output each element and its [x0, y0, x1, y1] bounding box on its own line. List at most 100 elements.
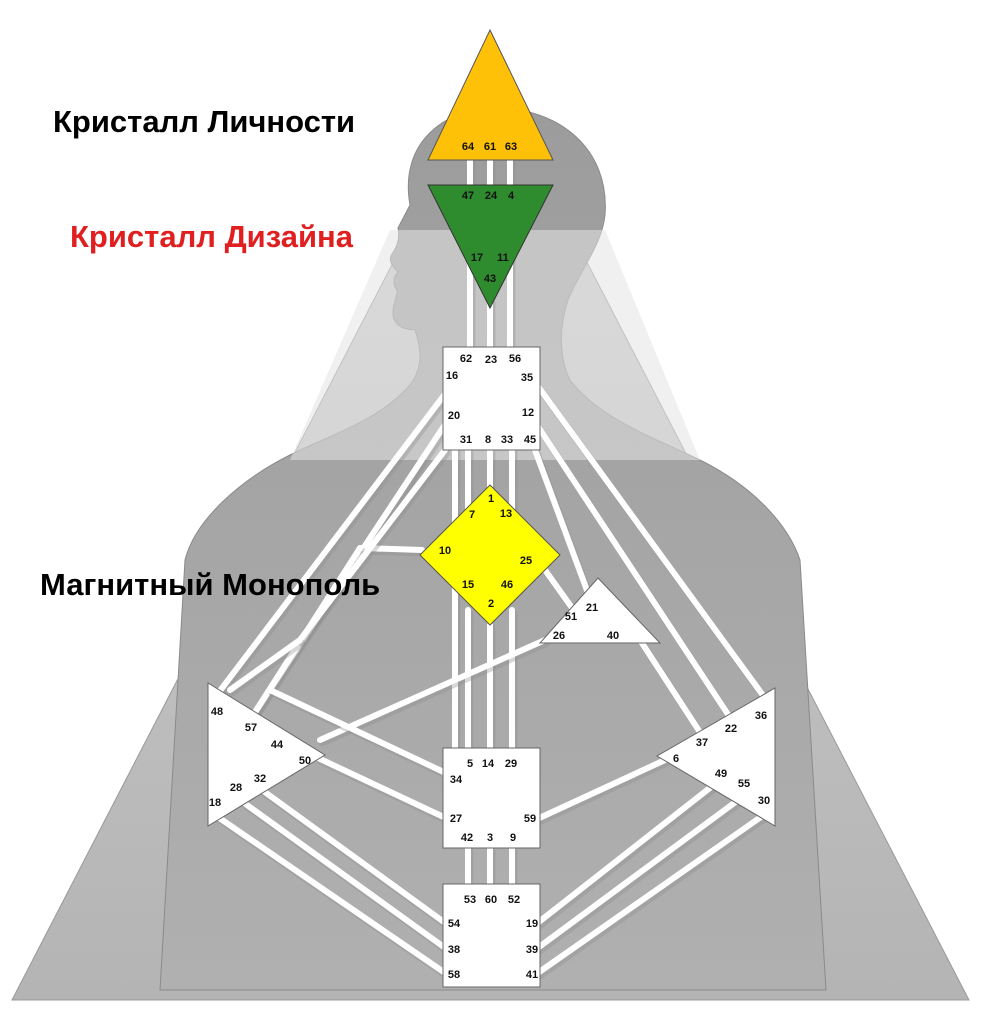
gate-number: 5: [467, 758, 473, 770]
channel-shadow: [533, 794, 751, 957]
gate-number: 14: [482, 758, 495, 770]
channel-line: [315, 755, 453, 823]
channel-shadow: [533, 779, 726, 932]
gate-number: 21: [586, 602, 598, 614]
channel-line: [532, 757, 668, 823]
channel-shadow: [211, 389, 454, 707]
gate-number: 3: [487, 832, 493, 844]
gate-number: 24: [485, 190, 498, 202]
gate-number: 20: [448, 410, 460, 422]
ajna-center: [427, 184, 554, 310]
gate-number: 10: [439, 545, 451, 557]
gate-number: 48: [211, 706, 223, 718]
magnetic-monopole-label: Магнитный Монополь: [40, 567, 381, 602]
gate-number: 38: [448, 944, 460, 956]
sacral-center: [442, 747, 541, 849]
gate-number: 44: [271, 739, 284, 751]
gate-number: 59: [524, 813, 536, 825]
spleen-center: [207, 682, 326, 827]
gate-number: 29: [505, 758, 517, 770]
gate-number: 2: [488, 598, 494, 610]
gate-number: 22: [725, 723, 737, 735]
gate-number: 17: [471, 252, 483, 264]
gate-number: 43: [484, 273, 496, 285]
design-crystal-label: Кристалл Дизайна: [70, 219, 353, 254]
gate-number: 19: [526, 918, 538, 930]
channel-line: [297, 447, 448, 643]
channel-shadow: [533, 759, 671, 827]
channel-shadow: [298, 449, 451, 647]
gate-number: 45: [524, 434, 536, 446]
gate-number: 6: [673, 753, 679, 765]
gate-number: 30: [758, 795, 770, 807]
gate-number: 26: [553, 630, 565, 642]
channel-line: [532, 809, 771, 978]
upper-cone: [290, 230, 700, 460]
personality-crystal-label: Кристалл Личности: [53, 104, 356, 139]
gate-number: 9: [510, 832, 516, 844]
gate-number: 63: [505, 141, 517, 153]
channel-line: [534, 382, 773, 708]
gate-number: 60: [485, 894, 497, 906]
gate-number: 56: [509, 353, 521, 365]
gate-number: 25: [520, 555, 532, 567]
gate-number: 42: [461, 832, 473, 844]
gate-number: 54: [448, 918, 461, 930]
gate-number: 36: [755, 710, 767, 722]
gate-number: 53: [464, 894, 476, 906]
g-center: [419, 484, 561, 626]
channel-line: [532, 792, 748, 953]
gate-number: 57: [245, 722, 257, 734]
gate-number: 8: [485, 434, 491, 446]
channel-line: [267, 687, 453, 778]
solar-plexus-center: [656, 687, 776, 827]
gate-number: 12: [522, 407, 534, 419]
gate-number: 33: [501, 434, 513, 446]
head-center: [427, 28, 554, 161]
gate-number: 15: [462, 579, 474, 591]
gate-number: 51: [565, 611, 577, 623]
gate-number: 49: [715, 768, 727, 780]
gate-number: 23: [485, 354, 497, 366]
channel-line: [210, 387, 451, 703]
gate-number: 13: [500, 508, 512, 520]
gate-number: 61: [484, 141, 496, 153]
channel-line: [637, 637, 708, 743]
gate-number: 37: [696, 737, 708, 749]
gate-number: 32: [254, 773, 266, 785]
channel-shadow: [228, 639, 306, 697]
gate-number: 34: [450, 774, 463, 786]
gate-number: 35: [521, 372, 533, 384]
gate-number: 47: [462, 190, 474, 202]
gate-number: 28: [230, 782, 242, 794]
channels: [210, 157, 776, 982]
gate-number: 7: [469, 509, 475, 521]
gate-number: 31: [460, 434, 472, 446]
channel-line: [534, 422, 738, 728]
channel-shadow: [533, 811, 774, 982]
gate-number: 46: [501, 579, 513, 591]
gate-number: 11: [497, 252, 509, 264]
channel-line: [532, 447, 598, 615]
gate-number: 27: [450, 813, 462, 825]
heart-center: [538, 577, 662, 644]
gate-number: 39: [526, 944, 538, 956]
gate-number: 1: [488, 493, 494, 505]
gate-number: 50: [299, 755, 311, 767]
gate-number: 58: [448, 969, 460, 981]
channel-line: [317, 637, 548, 743]
gate-number: 62: [460, 353, 472, 365]
gate-number: 40: [607, 630, 619, 642]
channel-line: [237, 797, 451, 953]
channel-line: [259, 787, 451, 928]
throat-center: [442, 346, 541, 451]
gate-number: 64: [462, 141, 475, 153]
gate-number: 18: [209, 797, 221, 809]
gate-number: 41: [526, 969, 538, 981]
channel-line: [212, 812, 451, 978]
gate-number: 55: [738, 778, 750, 790]
channel-line: [542, 567, 578, 615]
